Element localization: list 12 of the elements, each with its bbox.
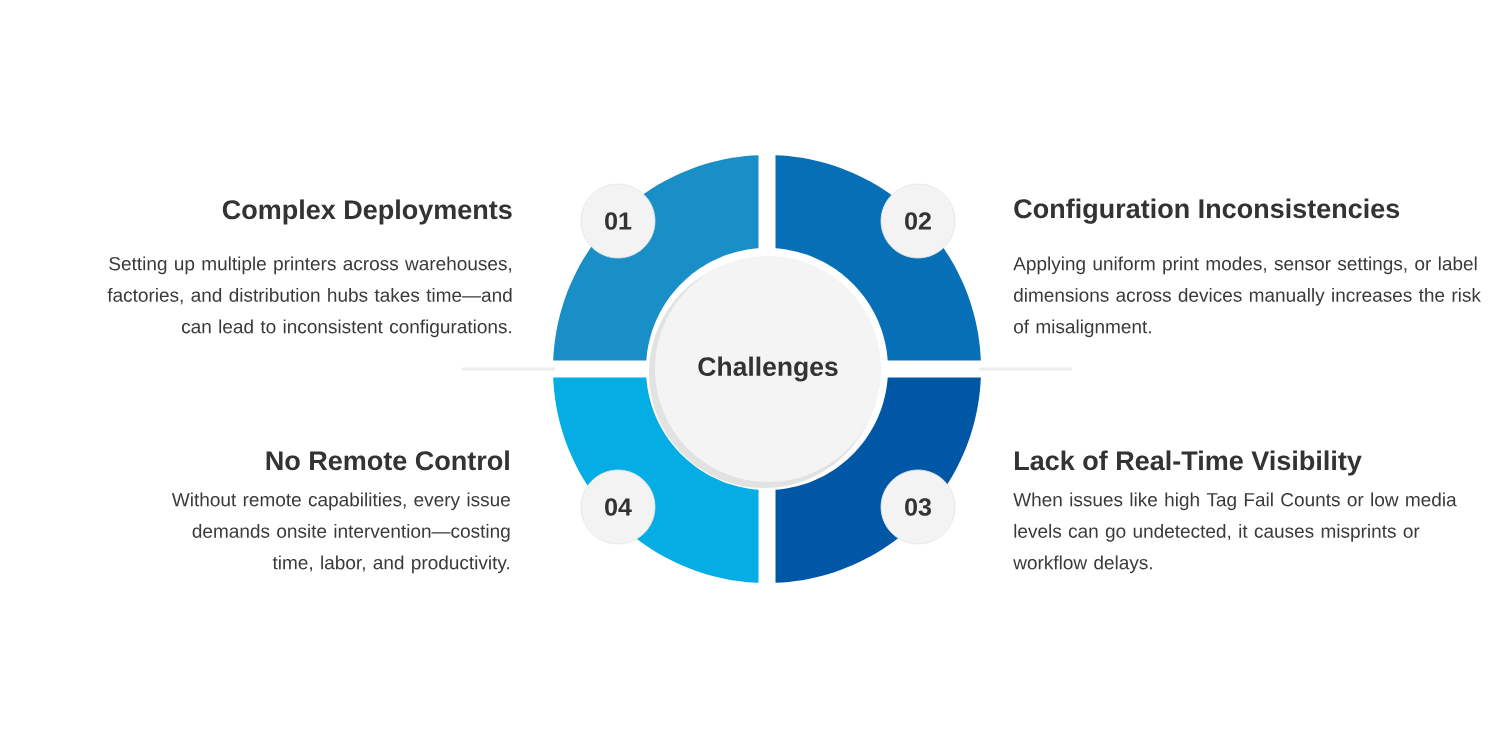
heading: Complex Deployments [222,199,512,225]
description: When issues like high Tag Fail Counts or low media levels can go undetected, it causes misprints or workflow delays. [1013,492,1457,574]
heading: Lack of Real-Time Visibility [1015,450,1362,476]
number-badge: 04 [580,469,656,545]
description: Without remote capabilities, every issue demands onsite intervention—costing time, labor, and productivity. [171,492,510,574]
heading: No Remote Control [266,450,509,471]
description: Setting up multiple printers across warehouses, factories, and distribution hubs takes time—and can lead to inconsistent configurations. [107,256,512,338]
heading: Configuration Inconsistencies [1014,198,1400,224]
number-badge: 01 [580,183,656,259]
number-badge: 03 [880,469,956,545]
description: Applying uniform print modes, sensor settings, or label dimensions across devices manually increases the risk of misalignment. [1013,256,1481,338]
number-badge: 02 [880,183,956,259]
